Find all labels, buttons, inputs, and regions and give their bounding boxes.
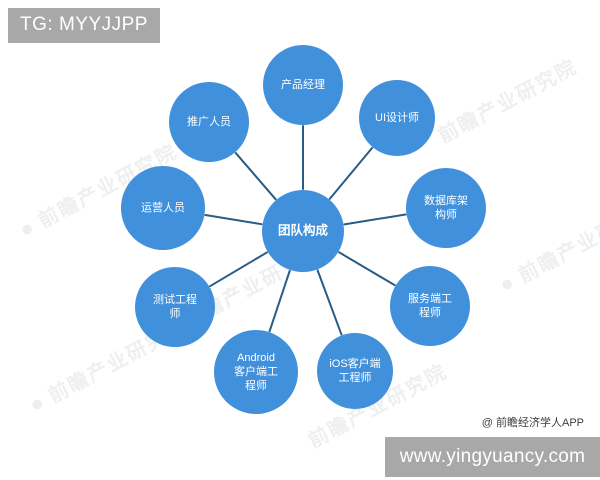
link-android-engineer: [268, 269, 291, 333]
source-credit: @ 前瞻经济学人APP: [481, 417, 584, 429]
node-label-line: 团队构成: [278, 222, 329, 237]
node-label-line: iOS客户端: [329, 356, 380, 370]
link-server-engineer: [338, 251, 396, 287]
link-group: [204, 125, 407, 336]
node-circle-product-manager[interactable]: [263, 45, 343, 125]
node-group: 产品经理UI设计师数据库架构师服务端工程师iOS客户端工程师Android客户端…: [121, 45, 486, 414]
node-label-line: 程师: [419, 306, 441, 319]
node-product-manager[interactable]: 产品经理: [263, 45, 343, 125]
node-center-team-composition[interactable]: 团队构成: [262, 190, 344, 272]
node-circle-promotion-staff[interactable]: [169, 82, 249, 162]
url-watermark-bar: www.yingyuancy.com: [385, 437, 600, 477]
node-label-line: 构师: [435, 207, 457, 221]
node-label-line: 师: [170, 307, 181, 320]
node-circle-test-engineer[interactable]: [135, 267, 215, 347]
node-circle-operations-staff[interactable]: [121, 166, 205, 250]
tg-watermark-tag: TG: MYYJJPP: [8, 8, 160, 43]
node-label-line: 数据库架: [424, 193, 468, 207]
node-ui-designer[interactable]: UI设计师: [359, 80, 435, 156]
link-database-architect: [343, 213, 407, 226]
node-label-line: 程师: [245, 379, 267, 392]
node-circle-ui-designer[interactable]: [359, 80, 435, 156]
link-promotion-staff: [234, 152, 277, 201]
link-test-engineer: [209, 251, 268, 288]
center-circle[interactable]: [262, 190, 344, 272]
node-label-line: 测试工程: [153, 293, 197, 306]
link-operations-staff: [204, 213, 263, 226]
node-circle-database-architect[interactable]: [406, 168, 486, 248]
node-label-line: Android: [237, 352, 275, 364]
node-circle-ios-engineer[interactable]: [317, 333, 393, 409]
node-label-line: 运营人员: [141, 200, 185, 214]
node-label-line: 客户端工: [234, 364, 278, 378]
node-label-line: 工程师: [339, 371, 372, 384]
link-ios-engineer: [316, 269, 343, 336]
node-promotion-staff[interactable]: 推广人员: [169, 82, 249, 162]
node-label-line: UI设计师: [375, 111, 419, 124]
node-label-line: 产品经理: [281, 77, 325, 91]
node-circle-android-engineer[interactable]: [214, 330, 298, 414]
node-operations-staff[interactable]: 运营人员: [121, 166, 205, 250]
url-watermark-text: www.yingyuancy.com: [399, 446, 586, 467]
node-label-line: 服务端工: [408, 292, 452, 305]
link-ui-designer: [328, 146, 374, 200]
node-label-line: 推广人员: [187, 114, 231, 128]
node-circle-server-engineer[interactable]: [390, 266, 470, 346]
